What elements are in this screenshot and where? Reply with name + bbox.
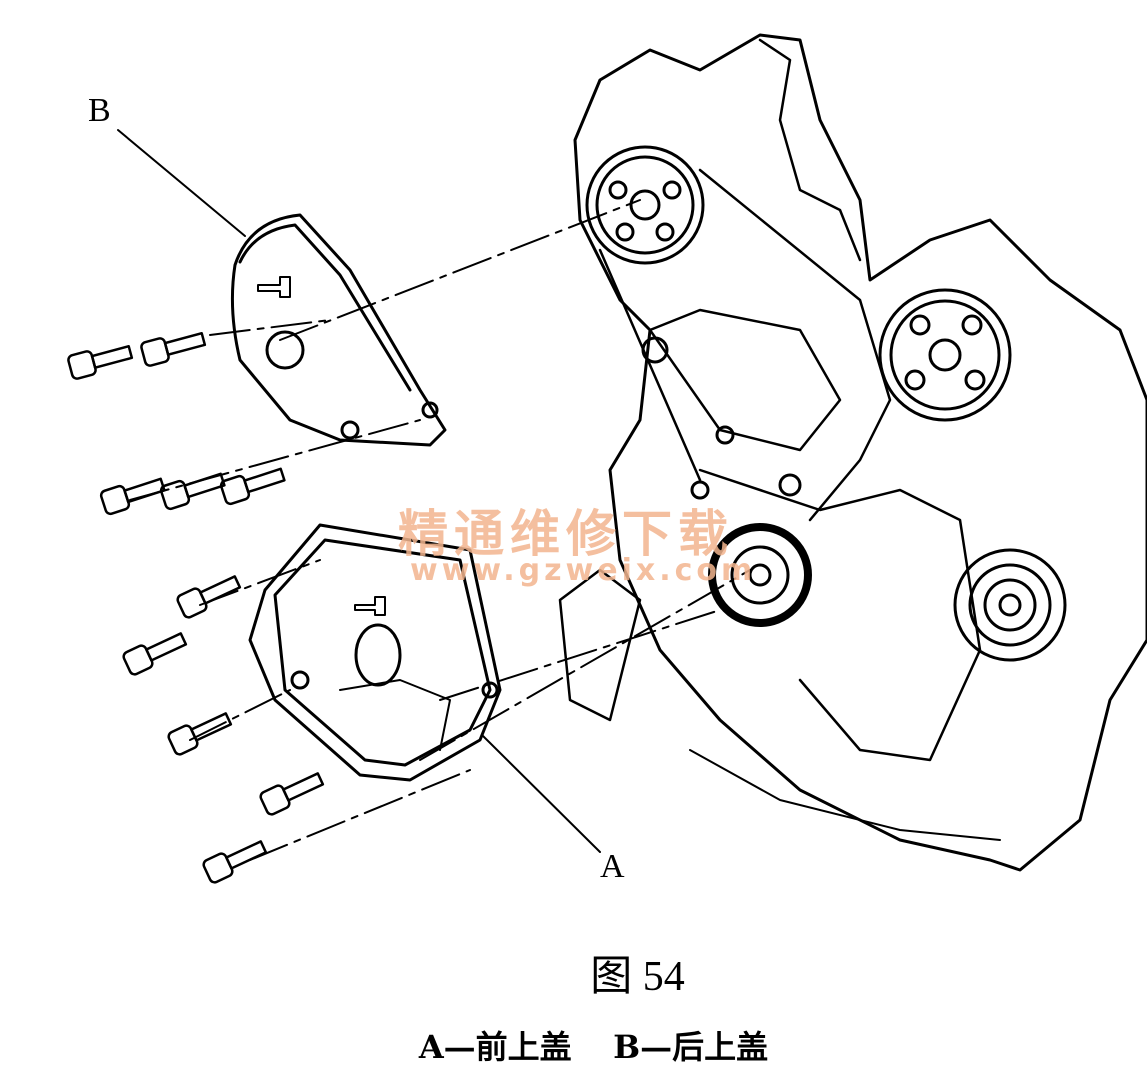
- callout-a: A: [600, 848, 625, 885]
- timing-belt: [598, 168, 892, 522]
- idler-pulley: [953, 548, 1067, 662]
- watermark-url: www.gzweix.com: [410, 553, 757, 588]
- callout-b: B: [88, 92, 111, 129]
- camshaft-pulley-left: [585, 145, 705, 265]
- watermark-text: 精通维修下载: [398, 505, 734, 563]
- leader-line-a: [481, 734, 601, 853]
- legend-item-b: B—后上盖: [613, 1028, 769, 1066]
- legend-item-a: A—前上盖: [418, 1028, 572, 1066]
- figure-caption: 图 54: [590, 954, 685, 1000]
- legend: A—前上盖 B—后上盖: [0, 1022, 1147, 1068]
- camshaft-pulley-right: [878, 288, 1012, 422]
- rear-upper-cover-b: [230, 213, 447, 447]
- crankshaft-seal: [708, 523, 812, 627]
- engine-block: [558, 33, 1147, 872]
- front-upper-cover-a: [248, 523, 502, 782]
- leader-line-b: [117, 129, 246, 237]
- bolts: [67, 332, 325, 884]
